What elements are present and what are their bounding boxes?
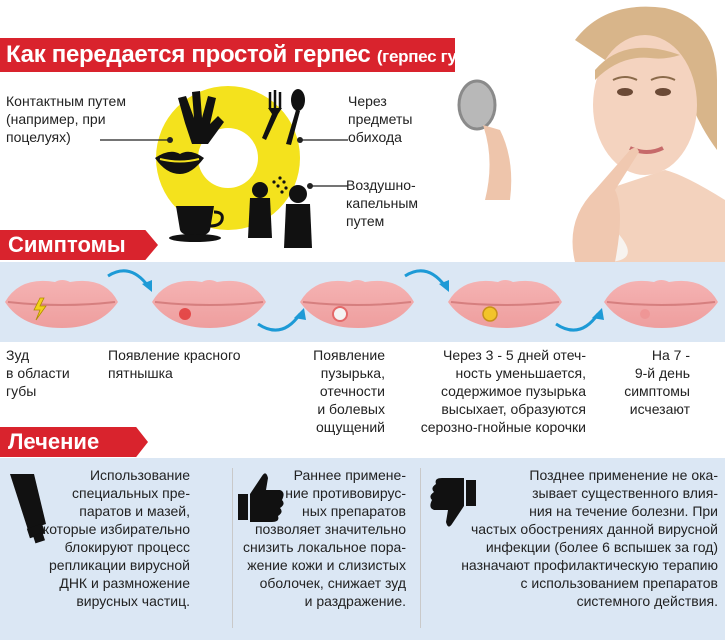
title-main: Как передается простой герпес <box>6 41 371 68</box>
stage-caption-2: Появление красного пятнышка <box>108 347 241 381</box>
arrow-icon <box>555 313 600 332</box>
lips-stage-healed <box>604 280 718 328</box>
arrow-icon <box>257 313 302 332</box>
transmission-household: Через предметы обихода <box>348 93 413 145</box>
itch-icon <box>33 297 47 321</box>
stage-caption-1: Зуд в области губы <box>6 347 70 399</box>
lip-stages <box>5 269 718 332</box>
stage-caption-4: Через 3 - 5 дней отеч- ность уменьшается… <box>420 347 586 435</box>
transmission-contact: Контактным путем (например, при поцелуях… <box>6 93 126 145</box>
ointment-tube-icon <box>10 474 46 544</box>
arrow-icon <box>404 269 447 287</box>
divider <box>232 468 233 628</box>
treatment-item-1: Использование специальных пре- паратов и… <box>42 467 190 609</box>
thumbs-up-icon <box>238 473 284 522</box>
stage-caption-5: На 7 - 9-й день симптомы исчезают <box>624 347 690 417</box>
transmission-airborne: Воздушно- капельным путем <box>346 177 419 229</box>
lips-stage-blister <box>300 280 414 328</box>
cutlery-icon <box>262 89 305 145</box>
title-bar <box>0 38 545 72</box>
treatment-item-2: Раннее примене- ние противовирус- ных пр… <box>243 467 406 609</box>
lips-stage-red-spot <box>152 280 266 328</box>
sneezing-people-icon <box>248 176 312 248</box>
title-sub: (герпес губ) <box>376 47 473 66</box>
thumbs-down-icon <box>430 478 476 527</box>
treatment-band <box>0 458 725 640</box>
hand-icon <box>178 91 224 144</box>
treatment-item-3: Позднее применение не ока- зывает сущест… <box>461 467 718 609</box>
cup-icon <box>169 206 224 242</box>
page-title: Как передается простой герпес (герпес гу… <box>6 41 472 69</box>
divider <box>420 468 421 628</box>
lips-stage-itch <box>5 280 118 328</box>
transmission-diagram <box>100 86 348 248</box>
woman-photo <box>455 0 725 262</box>
lips-stage-crust <box>448 280 562 328</box>
symptoms-heading: Симптомы <box>0 230 158 260</box>
arrow-icon <box>107 269 150 287</box>
stage-caption-3: Появление пузырька, отечности и болевых … <box>313 347 385 435</box>
lips-icon <box>155 151 204 174</box>
treatment-heading: Лечение <box>0 427 148 457</box>
